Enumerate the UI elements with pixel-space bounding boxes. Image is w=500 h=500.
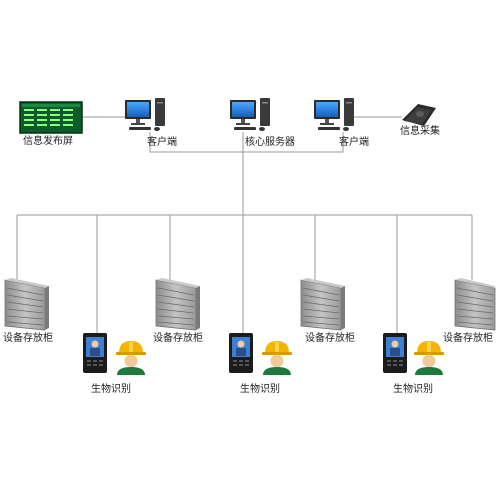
server-label: 核心服务器: [245, 137, 295, 148]
connection-lines: [16, 116, 473, 333]
worker-2-icon: [262, 341, 292, 375]
client-computer-left-icon: [125, 98, 165, 131]
collector-device-icon: [402, 104, 436, 126]
storage-cabinet-1-icon: [4, 278, 49, 331]
biometric-terminal-2-icon: [229, 333, 253, 373]
biometric-1-label: 生物识别: [91, 384, 131, 395]
client-left-label: 客户端: [147, 137, 177, 148]
collector-label: 信息采集: [400, 126, 440, 137]
biometric-3-label: 生物识别: [393, 384, 433, 395]
storage-cabinet-2-icon: [155, 278, 200, 331]
worker-1-icon: [116, 341, 146, 375]
storage-cabinet-3-icon: [300, 278, 345, 331]
biometric-terminal-1-icon: [83, 333, 107, 373]
cabinet-2-label: 设备存放柜: [153, 333, 203, 344]
core-server-computer-icon: [230, 98, 270, 131]
storage-cabinet-4-icon: [454, 278, 496, 331]
client-right-label: 客户端: [339, 137, 369, 148]
cabinet-4-label: 设备存放柜: [443, 333, 493, 344]
biometric-terminal-3-icon: [383, 333, 407, 373]
cabinet-1-label: 设备存放柜: [3, 333, 53, 344]
led-display-icon: [19, 101, 83, 134]
biometric-2-label: 生物识别: [240, 384, 280, 395]
link-top-bus: [149, 132, 344, 153]
client-computer-right-icon: [314, 98, 354, 131]
worker-3-icon: [414, 341, 444, 375]
display-label: 信息发布屏: [23, 136, 73, 147]
cabinet-3-label: 设备存放柜: [305, 333, 355, 344]
